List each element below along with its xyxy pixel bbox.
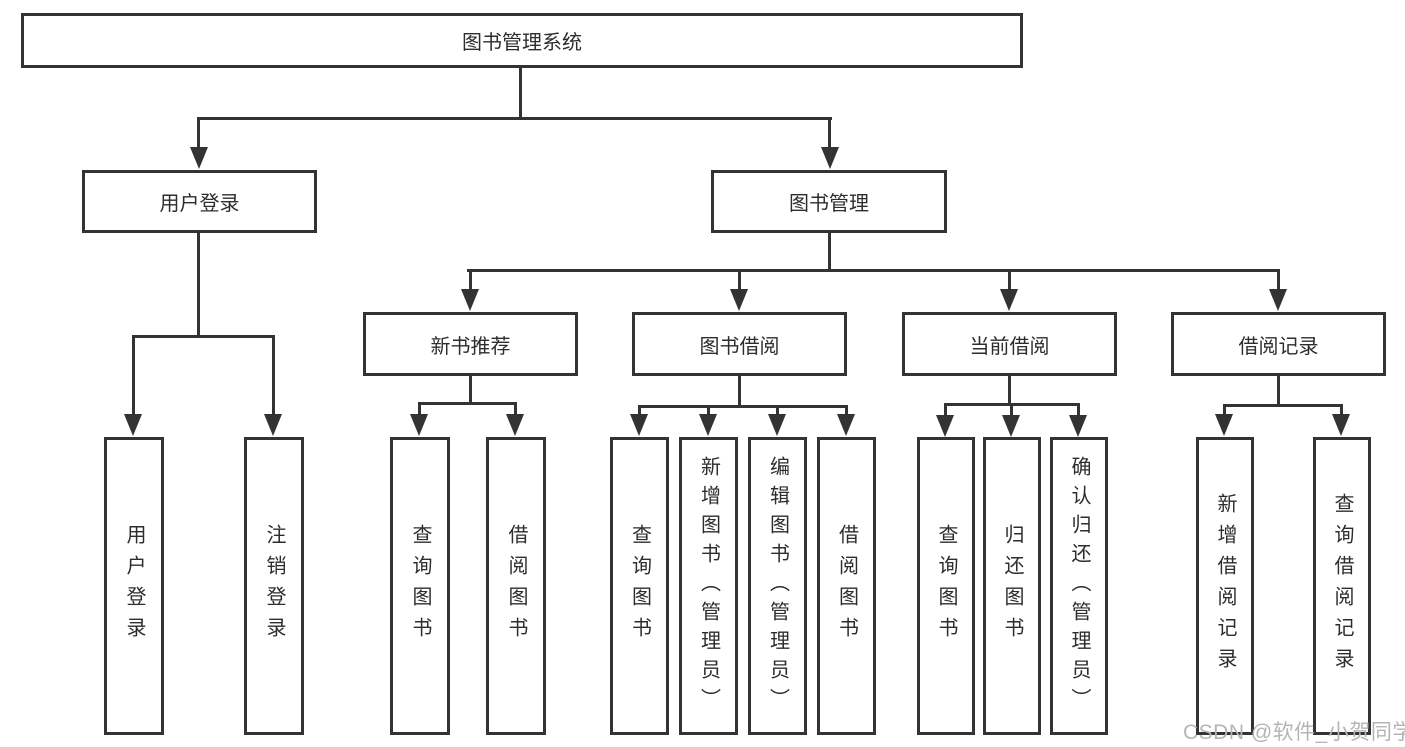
node-leaf-br-add-record: 新增借阅记录 xyxy=(1196,437,1254,735)
connector-bookmgmt-drop-4 xyxy=(1277,269,1280,291)
node-leaf-user-login: 用户登录 xyxy=(104,437,164,735)
node-leaf-bb-query-books-label: 查询图书 xyxy=(628,524,651,648)
arrow-down-icon xyxy=(1215,414,1233,436)
connector-borrowing-drop-4 xyxy=(845,405,848,418)
node-leaf-cb-confirm-return-admin: 确认归还（管理员） xyxy=(1050,437,1108,735)
connector-userlogin-stem xyxy=(197,233,200,338)
connector-records-stem xyxy=(1277,376,1280,407)
connector-userlogin-drop-2 xyxy=(272,335,275,417)
node-leaf-nb-query-books-label: 查询图书 xyxy=(409,524,431,648)
node-leaf-br-query-record: 查询借阅记录 xyxy=(1313,437,1371,735)
connector-newbook-stem xyxy=(469,376,472,405)
node-borrowing-records: 借阅记录 xyxy=(1171,312,1386,376)
node-new-book-recommend-label: 新书推荐 xyxy=(430,335,511,358)
arrow-down-icon xyxy=(821,147,839,169)
arrow-down-icon xyxy=(730,289,748,311)
connector-root-drop-left xyxy=(197,117,200,151)
connector-records-drop-2 xyxy=(1340,404,1343,418)
connector-borrowing-drop-3 xyxy=(776,405,779,418)
node-current-borrowing-label: 当前借阅 xyxy=(969,335,1050,358)
node-leaf-cb-query-books: 查询图书 xyxy=(917,437,975,735)
node-leaf-br-query-record-label: 查询借阅记录 xyxy=(1331,493,1353,679)
node-leaf-nb-borrow-books-label: 借阅图书 xyxy=(505,524,527,648)
connector-newbook-drop-2 xyxy=(514,402,517,418)
node-root: 图书管理系统 xyxy=(21,13,1023,68)
arrow-down-icon xyxy=(410,414,428,436)
arrow-down-icon xyxy=(699,414,717,436)
arrow-down-icon xyxy=(190,147,208,169)
node-leaf-bb-edit-books-admin-label: 编辑图书（管理员） xyxy=(766,455,789,717)
node-user-login: 用户登录 xyxy=(82,170,317,233)
node-leaf-cb-return-books: 归还图书 xyxy=(983,437,1041,735)
connector-root-stem xyxy=(519,68,522,119)
arrow-down-icon xyxy=(461,289,479,311)
watermark-text: CSDN @软件_小贺同学 xyxy=(1183,721,1405,744)
connector-newbook-drop-1 xyxy=(418,402,421,418)
connector-records-drop-1 xyxy=(1223,404,1226,418)
node-root-label: 图书管理系统 xyxy=(462,32,582,54)
node-leaf-nb-borrow-books: 借阅图书 xyxy=(486,437,546,735)
arrow-down-icon xyxy=(1269,289,1287,311)
node-book-borrowing-label: 图书借阅 xyxy=(699,335,780,358)
connector-records-hbar xyxy=(1223,404,1342,407)
node-book-management-label: 图书管理 xyxy=(789,193,869,215)
connector-borrowing-drop-2 xyxy=(707,405,710,418)
node-leaf-nb-query-books: 查询图书 xyxy=(390,437,450,735)
node-leaf-logout: 注销登录 xyxy=(244,437,304,735)
arrow-down-icon xyxy=(837,414,855,436)
connector-current-drop-3 xyxy=(1077,403,1080,418)
node-borrowing-records-label: 借阅记录 xyxy=(1238,335,1319,358)
connector-bookmgmt-stem xyxy=(828,233,831,272)
node-leaf-logout-label: 注销登录 xyxy=(263,524,285,648)
connector-current-stem xyxy=(1008,376,1011,406)
node-leaf-bb-borrow-books: 借阅图书 xyxy=(817,437,876,735)
connector-bookmgmt-drop-1 xyxy=(469,269,472,291)
connector-borrowing-hbar xyxy=(638,405,848,408)
arrow-down-icon xyxy=(1069,415,1087,437)
node-user-login-label: 用户登录 xyxy=(159,193,240,215)
connector-bookmgmt-hbar xyxy=(467,269,1280,272)
arrow-down-icon xyxy=(506,414,524,436)
connector-userlogin-drop-1 xyxy=(132,335,135,417)
node-leaf-cb-query-books-label: 查询图书 xyxy=(935,524,957,648)
node-leaf-bb-query-books: 查询图书 xyxy=(610,437,669,735)
node-leaf-bb-add-books-admin-label: 新增图书（管理员） xyxy=(697,455,720,717)
arrow-down-icon xyxy=(768,414,786,436)
arrow-down-icon xyxy=(1002,415,1020,437)
node-leaf-bb-borrow-books-label: 借阅图书 xyxy=(835,524,858,648)
node-leaf-user-login-label: 用户登录 xyxy=(123,524,145,648)
connector-userlogin-hbar xyxy=(132,335,275,338)
node-current-borrowing: 当前借阅 xyxy=(902,312,1117,376)
arrow-down-icon xyxy=(264,414,282,436)
node-book-management: 图书管理 xyxy=(711,170,947,233)
connector-borrowing-drop-1 xyxy=(638,405,641,418)
connector-current-drop-1 xyxy=(944,403,947,418)
node-leaf-cb-confirm-return-admin-label: 确认归还（管理员） xyxy=(1068,455,1090,717)
node-leaf-bb-add-books-admin: 新增图书（管理员） xyxy=(679,437,738,735)
connector-root-hbar xyxy=(197,117,832,120)
connector-borrowing-stem xyxy=(738,376,741,407)
node-leaf-cb-return-books-label: 归还图书 xyxy=(1001,524,1023,648)
node-new-book-recommend: 新书推荐 xyxy=(363,312,578,376)
arrow-down-icon xyxy=(1332,414,1350,436)
arrow-down-icon xyxy=(936,415,954,437)
connector-current-drop-2 xyxy=(1010,403,1013,418)
connector-root-drop-right xyxy=(828,117,831,151)
connector-bookmgmt-drop-3 xyxy=(1008,269,1011,291)
node-leaf-bb-edit-books-admin: 编辑图书（管理员） xyxy=(748,437,807,735)
node-book-borrowing: 图书借阅 xyxy=(632,312,847,376)
connector-bookmgmt-drop-2 xyxy=(738,269,741,291)
node-leaf-br-add-record-label: 新增借阅记录 xyxy=(1214,493,1236,679)
arrow-down-icon xyxy=(124,414,142,436)
connector-newbook-hbar xyxy=(418,402,517,405)
arrow-down-icon xyxy=(630,414,648,436)
arrow-down-icon xyxy=(1000,289,1018,311)
